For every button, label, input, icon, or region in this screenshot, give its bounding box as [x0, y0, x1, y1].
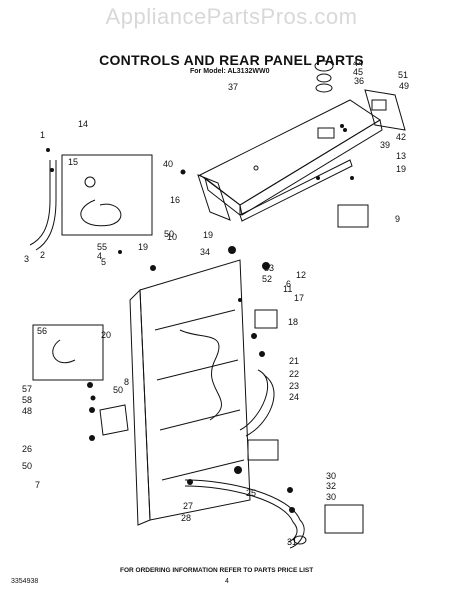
control-console [199, 99, 381, 206]
part-number-label: 40 [163, 159, 173, 169]
water-valve [254, 309, 278, 329]
part-number-label: 1 [40, 130, 45, 140]
part-number-label: 10 [167, 232, 177, 242]
part-number-label: 49 [399, 81, 409, 91]
part-number-label: 13 [396, 151, 406, 161]
part-number-label: 37 [228, 82, 238, 92]
power-cord-box [61, 154, 153, 236]
part-number-label: 15 [68, 157, 78, 167]
part-number-label: 50 [164, 229, 174, 239]
part-number-label: 34 [200, 247, 210, 257]
drain-pump [324, 504, 364, 534]
part-number-label: 24 [289, 392, 299, 402]
hose-box [32, 324, 104, 381]
part-number-label: 16 [170, 195, 180, 205]
part-number-label: 22 [289, 369, 299, 379]
page-number: 4 [225, 578, 229, 585]
part-number-label: 19 [138, 242, 148, 252]
part-number-label: 2 [40, 250, 45, 260]
part-number-label: 32 [326, 481, 336, 491]
harness [179, 329, 222, 421]
part-number-label: 56 [37, 326, 47, 336]
drain-hose [184, 479, 305, 549]
part-number-label: 25 [246, 488, 256, 498]
part-number-label: 28 [181, 513, 191, 523]
part-number-label: 48 [22, 406, 32, 416]
part-number-label: 3 [24, 254, 29, 264]
part-number-label: 39 [380, 140, 390, 150]
knob-45 [316, 73, 332, 83]
part-number-label: 19 [203, 230, 213, 240]
part-number-label: 33 [264, 263, 274, 273]
part-number-label: 30 [326, 492, 336, 502]
part-number-label: 5 [101, 257, 106, 267]
part-number-label: 36 [354, 76, 364, 86]
part-number-label: 30 [326, 471, 336, 481]
part-number-label: 6 [286, 279, 291, 289]
part-number-label: 50 [22, 461, 32, 471]
part-number-label: 50 [113, 385, 123, 395]
part-number-label: 21 [289, 356, 299, 366]
part-number-label: 42 [396, 132, 406, 142]
part-number-label: 11 [283, 284, 292, 294]
fill-hose [239, 369, 269, 431]
part-number-label: 9 [395, 214, 400, 224]
part-number-label: 7 [35, 480, 40, 490]
watermark: AppliancePartsPros.com [105, 4, 358, 29]
model-subtitle: For Model: AL3132WW0 [190, 68, 270, 75]
part-number-label: 4 [97, 251, 102, 261]
part-number-label: 12 [296, 270, 306, 280]
console-knob [317, 127, 335, 139]
diagram-title: CONTROLS AND REAR PANEL PARTS [99, 52, 364, 68]
ordering-note: FOR ORDERING INFORMATION REFER TO PARTS … [120, 567, 314, 574]
switch-bracket [364, 89, 406, 131]
timer [337, 204, 369, 228]
pump [247, 439, 279, 461]
end-cap [197, 174, 231, 221]
part-number-label: 14 [78, 119, 88, 129]
knob-36 [315, 83, 333, 93]
part-number-label: 44 [353, 58, 363, 68]
document-number: 3354938 [11, 578, 39, 585]
bracket-26 [99, 404, 129, 436]
callout-labels: 1 2 3 4 5 6 7 8 9 10 11 12 13 14 15 16 1… [22, 58, 409, 547]
part-number-label: 58 [22, 395, 32, 405]
knob-44 [314, 60, 334, 72]
part-number-label: 20 [101, 330, 111, 340]
part-number-label: 27 [183, 501, 193, 511]
part-number-label: 8 [124, 377, 129, 387]
part-number-label: 17 [294, 293, 304, 303]
part-number-label: 55 [97, 242, 107, 252]
part-number-label: 51 [398, 70, 408, 80]
part-number-label: 23 [289, 381, 299, 391]
part-number-label: 19 [396, 164, 406, 174]
part-number-label: 52 [262, 274, 272, 284]
part-number-label: 26 [22, 444, 32, 454]
part-number-label: 18 [288, 317, 298, 327]
part-number-label: 31 [287, 537, 297, 547]
part-number-label: 57 [22, 384, 32, 394]
inlet-hose [29, 160, 51, 246]
part-number-label: 45 [353, 67, 363, 77]
rear-panel [139, 259, 251, 521]
